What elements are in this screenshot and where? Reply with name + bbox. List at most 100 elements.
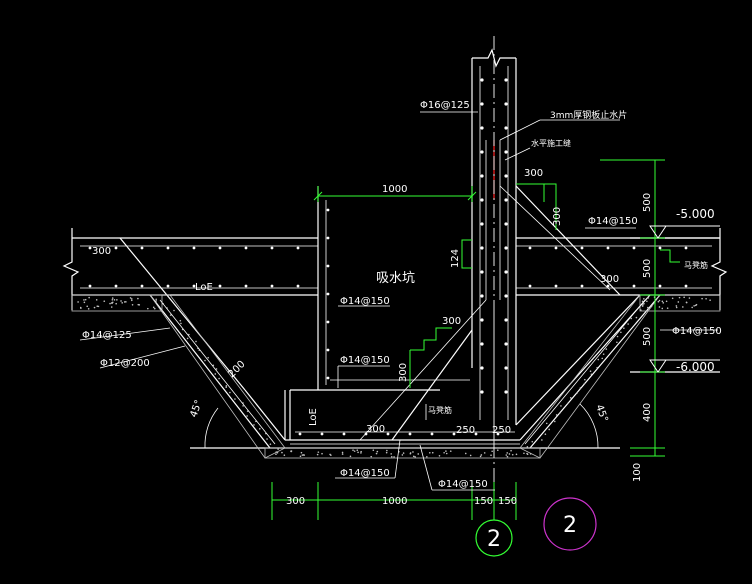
diagonal-rebar bbox=[359, 299, 487, 441]
hatch-speck bbox=[195, 340, 197, 343]
hatch-speck bbox=[650, 305, 653, 308]
hatch-speck bbox=[88, 296, 90, 299]
hatch-speck bbox=[266, 438, 268, 440]
hatch-speck bbox=[281, 451, 283, 454]
label-rebar-sump-floor: Φ14@150 bbox=[340, 355, 390, 366]
hatch-speck bbox=[683, 296, 685, 299]
hatch-speck bbox=[657, 300, 660, 303]
hatch-speck bbox=[130, 299, 133, 302]
left-slope-upper bbox=[119, 237, 246, 391]
hatch-speck bbox=[691, 306, 693, 309]
hatch-speck bbox=[225, 385, 228, 387]
hatch-speck bbox=[449, 450, 452, 452]
rebar-section-dot bbox=[480, 342, 484, 346]
hatch-speck bbox=[147, 307, 149, 310]
hatch-speck bbox=[129, 297, 132, 299]
dim-text-250-b: 250 bbox=[492, 425, 511, 436]
hatch-speck bbox=[483, 452, 486, 454]
rebar-dots bbox=[88, 78, 688, 436]
hatch-speck bbox=[103, 300, 106, 303]
rebar-section-dot bbox=[244, 284, 248, 288]
hatch-speck bbox=[86, 305, 89, 308]
hatch-speck bbox=[511, 453, 514, 456]
hatch-speck bbox=[505, 454, 508, 456]
hatch-speck bbox=[529, 453, 532, 455]
hatch-speck bbox=[401, 454, 404, 456]
hatch-speck bbox=[96, 305, 99, 307]
hatch-speck bbox=[658, 306, 661, 308]
hatch-speck bbox=[246, 415, 248, 417]
hatch-speck bbox=[584, 378, 586, 381]
hatch-speck bbox=[579, 387, 582, 389]
right-break-line bbox=[710, 228, 728, 310]
rebar-section-dot bbox=[580, 246, 584, 250]
hatch-speck bbox=[662, 302, 665, 304]
hatch-speck bbox=[445, 450, 447, 452]
right-dim-texts: 500 500 500 400 100 bbox=[632, 193, 653, 482]
hatch-speck bbox=[658, 299, 661, 302]
level-upper: -5.000 bbox=[676, 207, 715, 221]
right-slope-outer bbox=[529, 294, 661, 449]
dim-horse-stool bbox=[660, 249, 680, 263]
right-slope-mid bbox=[519, 294, 651, 441]
hatch-speck bbox=[360, 450, 362, 453]
rebar-section-dot bbox=[504, 390, 508, 394]
rebar-section-dot bbox=[296, 284, 300, 288]
label-rebar-right-bottom: Φ14@150 bbox=[672, 326, 722, 337]
hatch-speck bbox=[229, 391, 231, 394]
hatch-speck bbox=[115, 302, 117, 305]
hatch-speck bbox=[353, 450, 356, 452]
hatch-speck bbox=[567, 402, 569, 405]
blinding-right bbox=[639, 294, 721, 312]
hatch-speck bbox=[541, 439, 543, 441]
hatch-speck bbox=[665, 300, 668, 303]
hatch-speck bbox=[111, 301, 114, 304]
hatch-speck bbox=[173, 309, 175, 312]
hatch-speck bbox=[95, 299, 98, 301]
hatch-speck bbox=[643, 302, 645, 305]
rebar-section-dot bbox=[504, 78, 508, 82]
hatch-speck bbox=[409, 452, 412, 455]
rebar-section-dot bbox=[270, 284, 274, 288]
axis-bubble-magenta-label: 2 bbox=[563, 513, 577, 538]
label-rebar-left-2: Φ12@200 bbox=[100, 358, 150, 369]
hatch-speck bbox=[701, 297, 703, 300]
rebar-section-dot bbox=[408, 432, 412, 436]
rebar-section-dot bbox=[480, 318, 484, 322]
hatch-speck bbox=[402, 452, 405, 454]
tick-a bbox=[313, 191, 323, 201]
rebar-section-dot bbox=[504, 294, 508, 298]
rebar-section-dot bbox=[270, 246, 274, 250]
hatch-speck bbox=[661, 300, 664, 303]
hatch-speck bbox=[269, 443, 272, 445]
hatch-speck bbox=[643, 298, 645, 300]
hatch-speck bbox=[215, 368, 218, 370]
hatch-speck bbox=[616, 335, 619, 338]
rebar-section-dot bbox=[504, 102, 508, 106]
label-rebar-bottom-1: Φ14@150 bbox=[340, 468, 390, 479]
right-haunch-line bbox=[515, 185, 621, 296]
hatch-speck bbox=[385, 451, 388, 454]
hatch-speck bbox=[469, 454, 472, 457]
hatch-speck bbox=[300, 451, 303, 454]
hatch-speck bbox=[412, 451, 414, 453]
rebar-section-dot bbox=[452, 432, 456, 436]
hatch-speck bbox=[531, 440, 534, 443]
hatch-speck bbox=[693, 305, 695, 307]
hatch-speck bbox=[641, 300, 644, 303]
axis-bubble-green-group: 2 bbox=[475, 519, 513, 557]
hatch-speck bbox=[630, 317, 633, 320]
hatch-speck bbox=[121, 302, 123, 304]
rebar-section-dot bbox=[480, 366, 484, 370]
hatch-speck bbox=[317, 451, 320, 453]
dim-text-300-bottom: 300 bbox=[366, 424, 385, 435]
rebar-section-dot bbox=[504, 126, 508, 130]
rebar-section-dot bbox=[632, 246, 636, 250]
rebar-section-dot bbox=[298, 432, 302, 436]
hatch-speck bbox=[276, 451, 279, 454]
hatch-speck bbox=[130, 298, 133, 300]
hatch-speck bbox=[97, 305, 100, 308]
axis-bubble-magenta-group: 2 bbox=[543, 497, 597, 551]
label-waterstop: 3mm厚钢板止水片 bbox=[550, 109, 627, 121]
